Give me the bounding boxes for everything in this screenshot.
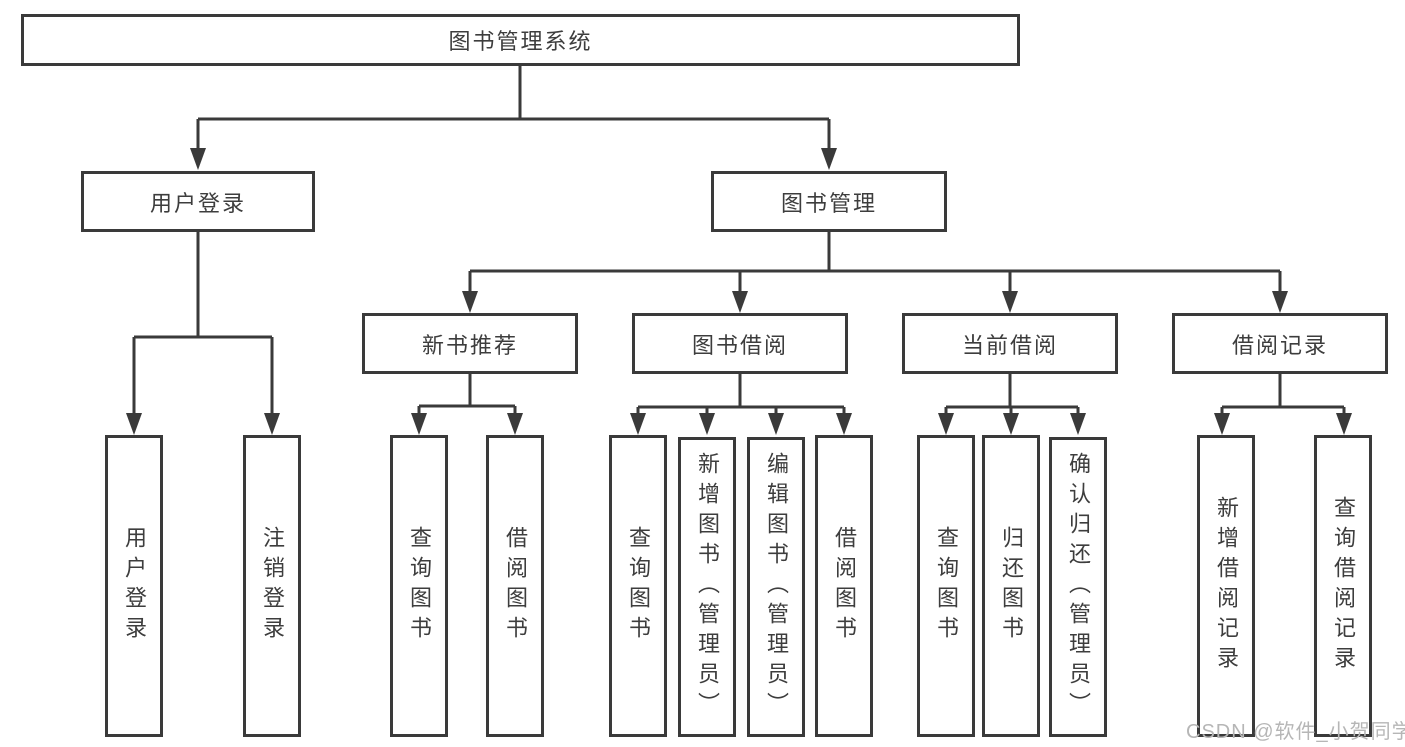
leaf-query-books-borrow: 查询图书 bbox=[609, 435, 667, 737]
leaf-user-login: 用户登录 bbox=[105, 435, 163, 737]
watermark-text: CSDN @软件_小贺同学 bbox=[1186, 721, 1405, 743]
leaf-add-book-admin-label: 新增图书（管理员） bbox=[695, 452, 720, 722]
node-root: 图书管理系统 bbox=[21, 14, 1020, 66]
node-book-management-label: 图书管理 bbox=[780, 190, 877, 216]
leaf-edit-book-admin-label: 编辑图书（管理员） bbox=[764, 452, 789, 722]
leaf-query-books-borrow-label: 查询图书 bbox=[626, 526, 651, 646]
leaf-add-book-admin: 新增图书（管理员） bbox=[678, 437, 736, 737]
leaf-borrow-books-recommend: 借阅图书 bbox=[486, 435, 544, 737]
leaf-logout: 注销登录 bbox=[243, 435, 301, 737]
leaf-query-borrow-record-label: 查询借阅记录 bbox=[1331, 496, 1356, 676]
leaf-add-borrow-record: 新增借阅记录 bbox=[1197, 435, 1255, 737]
leaf-return-books: 归还图书 bbox=[982, 435, 1040, 737]
leaf-confirm-return-admin: 确认归还（管理员） bbox=[1049, 437, 1107, 737]
leaf-confirm-return-admin-label: 确认归还（管理员） bbox=[1066, 452, 1091, 722]
leaf-add-borrow-record-label: 新增借阅记录 bbox=[1214, 496, 1239, 676]
leaf-borrow-books-borrow-label: 借阅图书 bbox=[832, 526, 857, 646]
leaf-query-borrow-record: 查询借阅记录 bbox=[1314, 435, 1372, 737]
node-user-login: 用户登录 bbox=[81, 171, 315, 232]
node-new-book-recommend-label: 新书推荐 bbox=[421, 332, 518, 358]
leaf-edit-book-admin: 编辑图书（管理员） bbox=[747, 437, 805, 737]
node-current-borrow: 当前借阅 bbox=[902, 313, 1118, 374]
node-current-borrow-label: 当前借阅 bbox=[961, 332, 1058, 358]
leaf-user-login-label: 用户登录 bbox=[122, 526, 147, 646]
leaf-borrow-books-borrow: 借阅图书 bbox=[815, 435, 873, 737]
node-borrow-records-label: 借阅记录 bbox=[1231, 332, 1328, 358]
node-book-management: 图书管理 bbox=[711, 171, 947, 232]
leaf-borrow-books-recommend-label: 借阅图书 bbox=[503, 526, 528, 646]
leaf-query-books-recommend-label: 查询图书 bbox=[407, 526, 432, 646]
node-borrow-records: 借阅记录 bbox=[1172, 313, 1388, 374]
arrowheads bbox=[126, 148, 1352, 435]
leaf-query-books-recommend: 查询图书 bbox=[390, 435, 448, 737]
leaf-query-books-current-label: 查询图书 bbox=[934, 526, 959, 646]
leaf-query-books-current: 查询图书 bbox=[917, 435, 975, 737]
node-new-book-recommend: 新书推荐 bbox=[362, 313, 578, 374]
leaf-return-books-label: 归还图书 bbox=[999, 526, 1024, 646]
node-root-label: 图书管理系统 bbox=[448, 29, 593, 54]
node-book-borrow: 图书借阅 bbox=[632, 313, 848, 374]
node-user-login-label: 用户登录 bbox=[149, 190, 246, 216]
leaf-logout-label: 注销登录 bbox=[260, 526, 285, 646]
node-book-borrow-label: 图书借阅 bbox=[691, 332, 788, 358]
